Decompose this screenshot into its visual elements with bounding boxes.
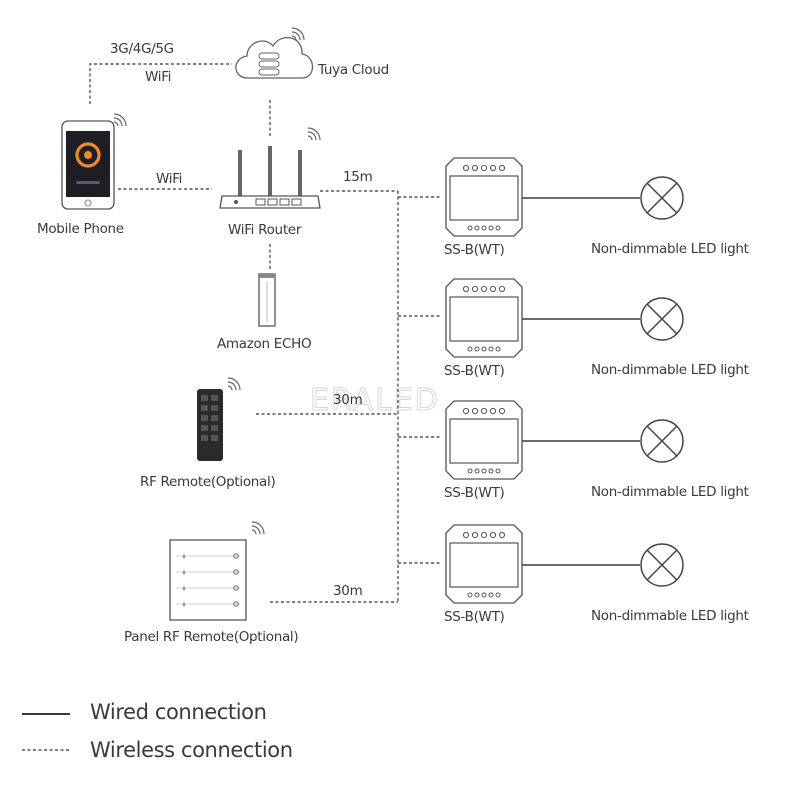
controller-row: SS-B(WT) Non-dimmable LED light xyxy=(444,157,749,258)
terminal-screw xyxy=(462,164,470,172)
terminal-screw xyxy=(467,592,473,598)
terminal-screw xyxy=(488,468,494,474)
router-distance-label: 15m xyxy=(343,169,372,185)
panel-remote-label: Panel RF Remote(Optional) xyxy=(124,629,298,645)
terminal-screw xyxy=(489,164,497,172)
panel-distance-label: 30m xyxy=(333,583,362,599)
wireless-signal-icon xyxy=(227,377,241,391)
terminal-screw xyxy=(480,407,488,415)
controller-rows: SS-B(WT)Non-dimmable LED lightSS-B(WT)No… xyxy=(444,157,749,625)
terminal-screw xyxy=(488,346,494,352)
controller-panel xyxy=(449,175,519,221)
terminal-screw xyxy=(495,225,501,231)
controller-icon xyxy=(445,278,523,358)
cloud-label: Tuya Cloud xyxy=(317,62,389,78)
terminal-screw xyxy=(498,407,506,415)
panel-remote-icon xyxy=(169,539,247,621)
terminal-screw xyxy=(471,407,479,415)
controller-model-label: SS-B(WT) xyxy=(444,485,505,501)
controller-panel xyxy=(449,542,519,588)
wireless-signal-icon xyxy=(113,113,127,127)
terminal-screw xyxy=(498,531,506,539)
terminal-screw xyxy=(462,285,470,293)
terminal-screw xyxy=(480,285,488,293)
controller-panel xyxy=(449,296,519,342)
terminal-screw xyxy=(467,346,473,352)
controller-model-label: SS-B(WT) xyxy=(444,609,505,625)
terminal-screw xyxy=(481,468,487,474)
terminal-screw xyxy=(474,225,480,231)
controller-icon xyxy=(445,400,523,480)
wifi-router-icon xyxy=(219,146,321,209)
controller-icon xyxy=(445,157,523,237)
terminal-screw xyxy=(488,225,494,231)
terminal-screw xyxy=(481,346,487,352)
terminal-screw xyxy=(467,468,473,474)
network-label: 3G/4G/5G xyxy=(110,41,174,57)
wifi-mid-label: WiFi xyxy=(156,171,182,187)
terminal-screw xyxy=(462,407,470,415)
terminal-screw xyxy=(474,468,480,474)
terminal-screw xyxy=(474,592,480,598)
load-label: Non-dimmable LED light xyxy=(591,362,749,378)
controller-model-label: SS-B(WT) xyxy=(444,363,505,379)
controller-row: SS-B(WT) Non-dimmable LED light xyxy=(444,278,749,379)
cloud-icon xyxy=(235,36,314,79)
terminal-screw xyxy=(489,407,497,415)
load-label: Non-dimmable LED light xyxy=(591,608,749,624)
wireless-signal-icon xyxy=(307,127,321,141)
wireless-signal-icon xyxy=(251,521,265,535)
rf-remote-icon xyxy=(197,389,223,461)
legend-wired-label: Wired connection xyxy=(90,700,267,724)
router-label: WiFi Router xyxy=(228,222,302,238)
terminal-screw xyxy=(480,164,488,172)
terminal-screw xyxy=(474,346,480,352)
wifi-top-label: WiFi xyxy=(145,69,171,85)
terminal-screw xyxy=(495,468,501,474)
terminal-screw xyxy=(480,531,488,539)
load-label: Non-dimmable LED light xyxy=(591,484,749,500)
terminal-screw xyxy=(467,225,473,231)
terminal-screw xyxy=(481,592,487,598)
terminal-screw xyxy=(481,225,487,231)
led-light-icon xyxy=(640,419,684,463)
watermark: ERALED xyxy=(310,383,440,418)
cloud-link-line xyxy=(89,63,232,104)
legend-wireless-label: Wireless connection xyxy=(90,738,293,762)
terminal-screw xyxy=(498,164,506,172)
terminal-screw xyxy=(462,531,470,539)
terminal-screw xyxy=(471,164,479,172)
load-label: Non-dimmable LED light xyxy=(591,241,749,257)
controller-icon xyxy=(445,524,523,604)
led-light-icon xyxy=(640,297,684,341)
rf-remote-label: RF Remote(Optional) xyxy=(140,474,275,490)
controller-row: SS-B(WT) Non-dimmable LED light xyxy=(444,400,749,501)
amazon-echo-icon xyxy=(258,273,276,327)
terminal-screw xyxy=(495,592,501,598)
terminal-screw xyxy=(488,592,494,598)
wireless-signal-icon xyxy=(291,27,305,41)
terminal-screw xyxy=(489,531,497,539)
echo-label: Amazon ECHO xyxy=(217,336,311,352)
led-light-icon xyxy=(640,176,684,220)
rf-distance-label: 30m xyxy=(333,392,362,408)
mobile-phone-icon xyxy=(61,120,115,210)
terminal-screw xyxy=(471,531,479,539)
terminal-screw xyxy=(489,285,497,293)
phone-label: Mobile Phone xyxy=(37,221,124,237)
controller-row: SS-B(WT) Non-dimmable LED light xyxy=(444,524,749,625)
controller-model-label: SS-B(WT) xyxy=(444,242,505,258)
terminal-screw xyxy=(498,285,506,293)
led-light-icon xyxy=(640,543,684,587)
terminal-screw xyxy=(471,285,479,293)
terminal-screw xyxy=(495,346,501,352)
controller-panel xyxy=(449,418,519,464)
